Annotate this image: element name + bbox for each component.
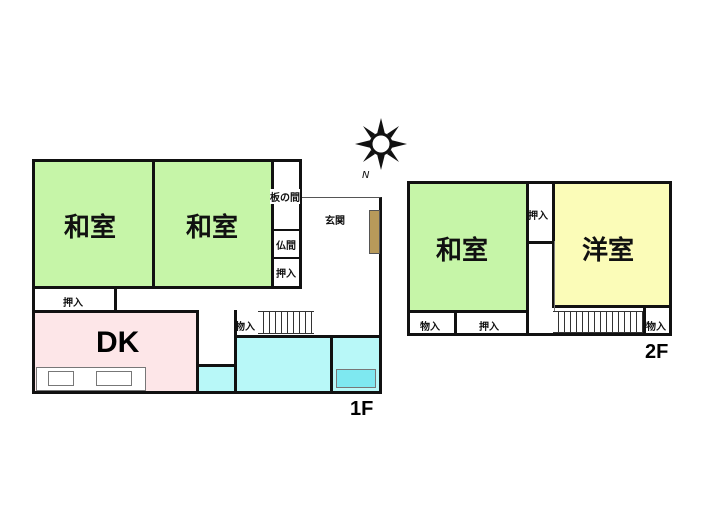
- sink-icon: [96, 371, 132, 386]
- stairs: [258, 311, 314, 334]
- floor-label: 1F: [350, 398, 374, 420]
- room-label: 物入: [420, 322, 440, 333]
- genkan: [302, 197, 382, 337]
- compass-icon: [355, 118, 407, 174]
- room-label: 玄関: [325, 216, 345, 227]
- room-label: 物入: [235, 322, 255, 333]
- room-label: 洋室: [582, 236, 635, 266]
- room-label: 物入: [646, 318, 666, 333]
- room-label: 押入: [479, 322, 499, 333]
- north-label: N: [362, 170, 370, 181]
- washroom: [234, 335, 333, 394]
- room-washitsu-2f: [407, 181, 529, 313]
- monoire: [234, 310, 261, 338]
- stairs-2f: [553, 311, 646, 333]
- room-label: 板の間: [270, 189, 300, 204]
- room-label: 押入: [63, 298, 83, 309]
- room-label: 和室: [186, 213, 239, 243]
- room-label: 仏間: [276, 241, 296, 252]
- room-youshitsu: [552, 181, 672, 308]
- bottom-wall-2f: [407, 333, 672, 336]
- room-label: 押入: [528, 211, 548, 222]
- room-washitsu-right: [152, 159, 274, 289]
- floor-label: 2F: [645, 341, 669, 363]
- room-washitsu-left: [32, 159, 155, 289]
- room-label: 押入: [276, 269, 296, 280]
- butsuma: [272, 229, 302, 259]
- itanoma: [271, 159, 302, 289]
- stove-icon: [48, 371, 74, 386]
- toilet: [196, 364, 237, 394]
- bathtub: [336, 369, 376, 388]
- room-label: 和室: [64, 213, 117, 243]
- shoe-cabinet: [369, 210, 380, 254]
- hall-2f: [526, 241, 555, 336]
- room-label: DK: [96, 326, 140, 359]
- room-label: 和室: [436, 236, 489, 266]
